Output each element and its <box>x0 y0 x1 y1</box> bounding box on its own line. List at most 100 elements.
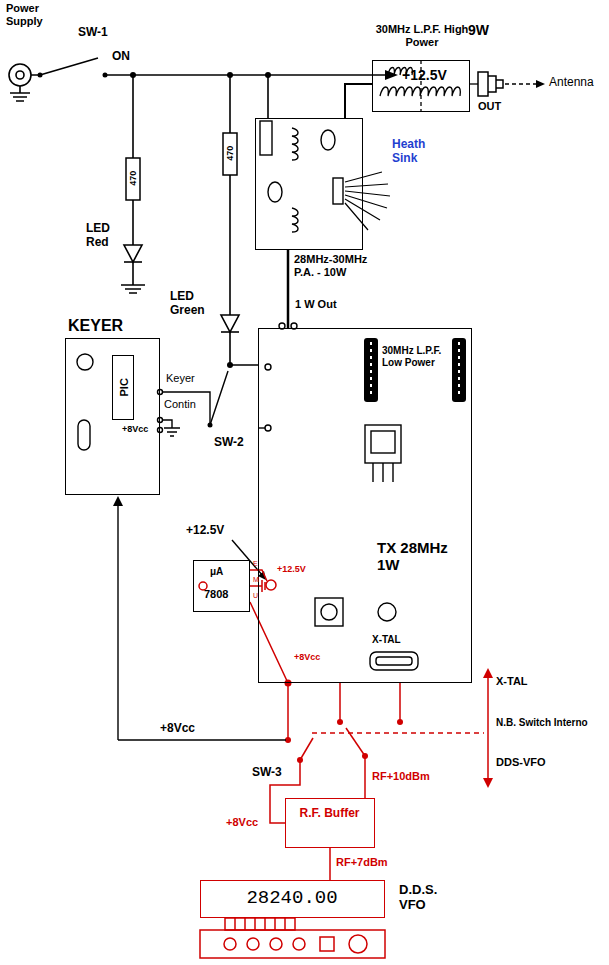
node-label: 28MHz-30MHz P.A. - 10W <box>294 253 386 278</box>
switch-name: SW-3 <box>252 766 282 780</box>
lpf-high-parts <box>470 83 478 84</box>
voltage-label: +8Vcc <box>294 652 320 662</box>
regulator-7808: μA 7808 <box>193 560 250 612</box>
connector-label: OUT <box>478 100 501 113</box>
switch-dots <box>362 753 368 759</box>
pa-board-parts <box>333 178 343 204</box>
node-label: PIC <box>117 356 130 418</box>
regulator-wiring <box>487 676 489 780</box>
dc-wire <box>118 739 286 741</box>
node-label: μA <box>210 566 246 578</box>
power-wiring <box>40 58 98 75</box>
tx-board-parts <box>378 603 396 621</box>
resistor-symbol <box>126 158 140 200</box>
power-arrow <box>265 72 271 78</box>
antenna-arrow <box>536 80 545 88</box>
power-arrow <box>227 72 233 78</box>
power-arrow <box>130 72 136 78</box>
heat-sink-fins <box>345 172 390 230</box>
keyer-parts <box>158 418 163 423</box>
tx-board: TX 28MHz 1W <box>258 328 472 683</box>
led-symbol <box>221 315 239 332</box>
filter-label: 30MHz L.P.F. Low Power <box>382 345 452 368</box>
vfo-board <box>225 918 295 930</box>
vfo-board <box>200 930 385 958</box>
switch-state: ON <box>112 50 130 64</box>
regulator-wiring <box>287 683 289 740</box>
vfo-board <box>293 938 305 950</box>
connector <box>345 84 372 118</box>
label-text: Power Supply <box>6 2 52 27</box>
regulator-wiring <box>199 570 488 823</box>
power-wiring <box>267 75 269 118</box>
power-arrow <box>38 73 43 78</box>
antenna-label: Antenna <box>549 76 594 90</box>
power-arrow <box>38 70 399 368</box>
dc-wire <box>118 739 286 741</box>
node-label: KEYER <box>68 317 158 335</box>
led-symbol <box>124 245 142 262</box>
lpf-high-parts <box>380 87 460 96</box>
dds-display: 28240.00D.D.S. VFO <box>200 880 385 918</box>
voltage-label: +12.5V <box>186 524 224 538</box>
voltage-label: +12.5V <box>402 67 447 83</box>
power-wiring <box>9 58 385 365</box>
vfo-board <box>200 918 385 958</box>
regulator-wiring <box>364 756 366 798</box>
lpf-low-dots <box>371 342 459 398</box>
lpf-low-parts <box>364 338 466 402</box>
tx-board-parts <box>258 427 265 428</box>
keyer-arrow <box>113 423 213 507</box>
antenna-connector <box>478 72 488 96</box>
node-heading: 7808 <box>204 588 248 601</box>
node-label: 30MHz L.P.F. High Power <box>373 23 471 48</box>
keyer-arrow <box>208 423 213 428</box>
switch-position: DDS-VFO <box>496 756 546 769</box>
power-wiring <box>9 64 31 86</box>
crystal-label: X-TAL <box>372 634 401 646</box>
keyer-parts <box>77 354 228 740</box>
signal-level: RF+10dBm <box>372 770 430 783</box>
tx-board-parts <box>265 364 271 370</box>
keyer-parts <box>210 371 228 425</box>
keyer-parts <box>78 420 90 450</box>
switch-name: SW-2 <box>214 436 244 450</box>
pin-name: M <box>253 576 259 584</box>
led-label: LED Green <box>170 290 218 318</box>
tx-board-parts <box>376 657 412 665</box>
node-heading: D.D.S. VFO <box>399 883 461 913</box>
antenna-connector <box>478 72 538 96</box>
switch-position: X-TAL <box>496 675 528 688</box>
heat-sink-label: Heath Sink <box>392 138 440 166</box>
pa-board-parts <box>260 121 272 155</box>
pa-board: 28MHz-30MHz P.A. - 10W <box>255 118 363 250</box>
regulator-wiring <box>346 728 365 756</box>
regulator-wiring <box>266 580 276 590</box>
switch-name: SW-1 <box>78 26 108 40</box>
pa-board-parts <box>321 130 335 150</box>
power-arrow <box>103 73 108 78</box>
pa-board-parts <box>268 182 282 202</box>
pin-name: Contin <box>164 398 196 411</box>
switch-dots <box>285 680 292 687</box>
antenna-connector <box>488 76 503 92</box>
resistor-symbol <box>126 133 237 200</box>
keyer-box: KEYERPIC <box>65 338 160 495</box>
vfo-board <box>247 938 259 950</box>
vfo-board <box>235 918 285 930</box>
vfo-board <box>349 935 367 953</box>
pin-name: U <box>253 592 258 600</box>
voltage-label: +8Vcc <box>160 722 195 736</box>
tx-board-parts <box>265 425 271 431</box>
regulator-wiring <box>340 683 400 722</box>
edge-label: 1 W Out <box>294 298 338 311</box>
node-label: 28240.00 <box>201 888 383 910</box>
led-symbol <box>124 245 239 332</box>
edge-label: RF+7dBm <box>335 856 389 869</box>
rf-buffer: R.F. Buffer <box>285 798 375 848</box>
vfo-board <box>224 938 236 950</box>
connector <box>329 848 331 880</box>
led-symbol <box>221 331 239 333</box>
